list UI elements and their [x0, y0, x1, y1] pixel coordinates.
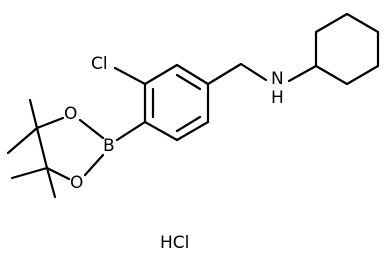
bond — [6, 126, 39, 155]
bond — [239, 62, 268, 82]
bond — [314, 64, 349, 86]
bond — [345, 64, 380, 86]
bond — [206, 62, 243, 86]
bond — [115, 120, 147, 142]
bond — [78, 118, 105, 140]
atom-labels: Cl N H B O O HCl — [64, 54, 284, 253]
atom-label-amine-nitrogen: N — [271, 69, 284, 89]
bond — [28, 98, 39, 130]
atom-label-chlorine: Cl — [91, 54, 108, 74]
bond — [83, 153, 105, 177]
bond — [113, 66, 147, 86]
bond — [143, 63, 179, 86]
bond — [175, 63, 210, 86]
atom-label-oxygen-bottom: O — [70, 173, 83, 193]
bond — [45, 166, 57, 199]
bond — [287, 64, 318, 83]
bond — [175, 115, 202, 133]
bond — [175, 73, 202, 91]
bond — [345, 12, 380, 34]
bond — [35, 126, 49, 170]
bond — [35, 116, 65, 130]
atom-label-amine-hydrogen: H — [271, 88, 284, 108]
bond — [10, 166, 49, 180]
atom-label-oxygen-top: O — [64, 104, 77, 124]
atom-label-boron: B — [103, 136, 115, 156]
salt-label-hcl: HCl — [160, 233, 189, 253]
bond — [314, 12, 349, 34]
bond — [175, 120, 210, 142]
bond — [143, 120, 179, 142]
bonds — [6, 12, 380, 199]
bond — [45, 166, 71, 181]
